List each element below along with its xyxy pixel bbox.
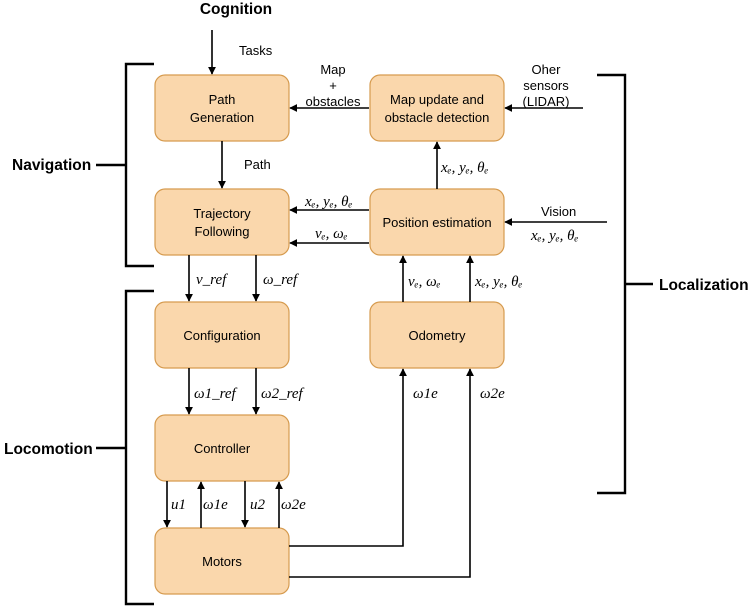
omega1e-odometry-label: ω1e	[413, 386, 438, 402]
navigation-bracket	[124, 62, 154, 268]
map-obstacles-line1: Map	[320, 62, 345, 77]
trajectory-following-line2: Following	[195, 224, 250, 239]
path-generation-line1: Path	[209, 92, 236, 107]
pose-vision-label: xₑ, yₑ, θₑ	[530, 228, 579, 244]
omega1e-controller-label: ω1e	[203, 497, 228, 513]
map-update-block: Map update and obstacle detection	[369, 74, 505, 142]
u2-label: u2	[250, 497, 266, 513]
omega-ref-label: ω_ref	[263, 272, 299, 288]
locomotion-bracket	[124, 289, 154, 606]
path-generation-line2: Generation	[190, 110, 254, 125]
navigation-label: Navigation	[12, 157, 91, 174]
other-sensors-line2: sensors	[523, 78, 569, 93]
other-sensors-line1: Oher	[532, 62, 562, 77]
omega1-ref-label: ω1_ref	[194, 386, 238, 402]
path-label: Path	[244, 157, 271, 172]
motors-text: Motors	[202, 554, 242, 569]
odometry-text: Odometry	[408, 328, 466, 343]
trajectory-following-block: Trajectory Following	[154, 188, 290, 256]
position-estimation-text: Position estimation	[382, 215, 491, 230]
motors-block: Motors	[154, 527, 290, 595]
localization-bracket	[597, 73, 627, 495]
map-update-line1: Map update and	[390, 92, 484, 107]
controller-text: Controller	[194, 441, 251, 456]
tasks-label: Tasks	[239, 43, 273, 58]
omega2e-controller-label: ω2e	[281, 497, 306, 513]
map-update-line2: obstacle detection	[385, 110, 490, 125]
pose-left-label: xₑ, yₑ, θₑ	[304, 194, 353, 210]
other-sensors-line3: (LIDAR)	[523, 94, 570, 109]
position-estimation-block: Position estimation	[369, 188, 505, 256]
vision-label: Vision	[541, 204, 576, 219]
odometry-velocity-label: vₑ, ωₑ	[408, 274, 441, 290]
odometry-pose-label: xₑ, yₑ, θₑ	[474, 274, 523, 290]
localization-label: Localization	[659, 277, 749, 294]
omega2e-odometry-label: ω2e	[480, 386, 505, 402]
path-generation-block: Path Generation	[154, 74, 290, 142]
odometry-block: Odometry	[369, 301, 505, 369]
motors-omega1e-to-odometry	[289, 368, 407, 547]
cognition-label: Cognition	[200, 1, 272, 18]
configuration-text: Configuration	[183, 328, 260, 343]
v-ref-label: v_ref	[196, 272, 228, 288]
omega2-ref-label: ω2_ref	[261, 386, 305, 402]
configuration-block: Configuration	[154, 301, 290, 369]
map-obstacles-line3: obstacles	[306, 94, 361, 109]
controller-block: Controller	[154, 414, 290, 482]
u1-label: u1	[171, 497, 186, 513]
trajectory-following-line1: Trajectory	[193, 206, 251, 221]
motors-omega2e-to-odometry	[289, 368, 474, 578]
locomotion-label: Locomotion	[4, 441, 93, 458]
velocity-left-label: vₑ, ωₑ	[315, 226, 348, 242]
pose-up-label: xₑ, yₑ, θₑ	[440, 160, 489, 176]
map-obstacles-line2: +	[329, 78, 337, 93]
